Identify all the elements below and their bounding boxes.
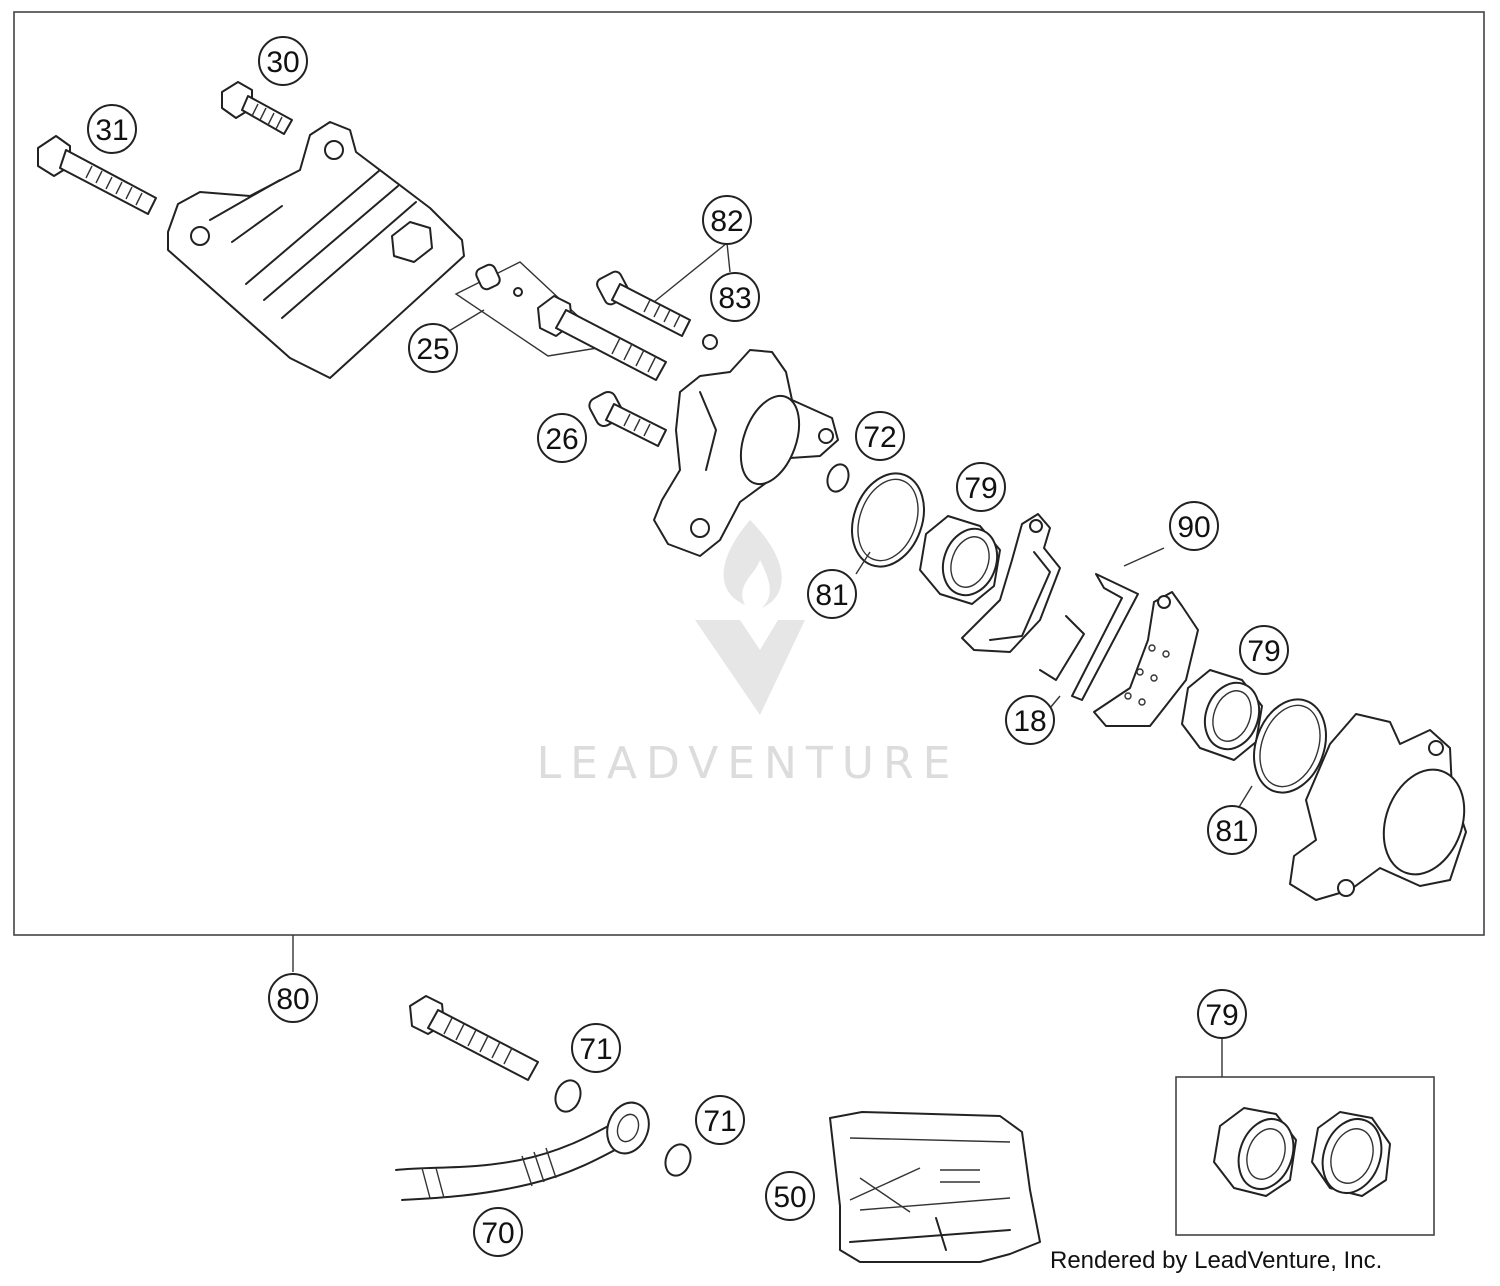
callout-83-label: 83 [718,282,751,315]
callout-80-label: 80 [276,983,309,1016]
callout-79c-label: 79 [1205,999,1238,1032]
callout-30-label: 30 [266,46,299,79]
callout-71a-label: 71 [579,1033,612,1066]
callout-81b-label: 81 [1215,815,1248,848]
callout-30[interactable]: 30 [258,36,308,86]
seal-81-lower-drawing [1253,698,1327,794]
callout-18[interactable]: 18 [1005,695,1055,745]
callout-81a-label: 81 [815,579,848,612]
callout-31-label: 31 [95,114,128,147]
callout-71b[interactable]: 71 [695,1095,745,1145]
callout-72-label: 72 [863,421,896,454]
callout-82-label: 82 [710,205,743,238]
callout-79c[interactable]: 79 [1197,989,1247,1039]
bolt-26-drawing [588,391,667,447]
callout-90[interactable]: 90 [1169,501,1219,551]
callout-79b[interactable]: 79 [1239,625,1289,675]
watermark-logo: LEADVENTURE [537,520,960,789]
kit-piston-left-drawing [1213,1107,1297,1197]
callout-81b[interactable]: 81 [1207,805,1257,855]
caliper-bracket-drawing [167,121,465,379]
callout-26-label: 26 [545,423,578,456]
kit-piston-right-drawing [1311,1111,1391,1197]
callout-81a[interactable]: 81 [807,569,857,619]
callout-26[interactable]: 26 [537,413,587,463]
callout-71b-label: 71 [703,1105,736,1138]
caliper-inner-drawing [653,349,839,557]
piston-79-lower-drawing [1181,669,1263,761]
piston-79-upper-drawing [919,515,1001,605]
callout-83[interactable]: 83 [710,272,760,322]
callout-50[interactable]: 50 [765,1171,815,1221]
banjo-bolt-bottom-drawing [409,995,539,1081]
render-credit: Rendered by LeadVenture, Inc. [1050,1247,1382,1274]
callout-25[interactable]: 25 [408,323,458,373]
callout-18-label: 18 [1013,705,1046,738]
callout-70-label: 70 [481,1217,514,1250]
watermark-text: LEADVENTURE [537,738,960,789]
callout-71a[interactable]: 71 [571,1023,621,1073]
callout-70[interactable]: 70 [473,1207,523,1257]
kit-79-box [1175,1076,1435,1236]
slide-bolt-82-drawing [596,270,718,350]
bolt-30-drawing [221,81,293,135]
callout-50-label: 50 [773,1181,806,1214]
callout-80[interactable]: 80 [268,973,318,1023]
callout-79a-label: 79 [964,472,997,505]
leader-lines [443,242,1253,813]
washer-71-lower-drawing [664,1143,692,1177]
spring-18-drawing [1039,573,1139,701]
washer-71-upper-drawing [554,1079,582,1113]
callout-72[interactable]: 72 [855,411,905,461]
oring-72-drawing [826,463,850,493]
caliper-outer-drawing [1289,713,1467,901]
brake-pad-front-drawing [961,513,1061,653]
callout-31[interactable]: 31 [87,104,137,154]
callout-79b-label: 79 [1247,635,1280,668]
callout-25-label: 25 [416,333,449,366]
brake-pad-rear-drawing [1093,591,1199,727]
seal-81-upper-drawing [851,472,925,568]
assembly-frame [13,11,1485,936]
callout-90-label: 90 [1177,511,1210,544]
banjo-bolt-drawing [537,295,667,381]
brake-hose-70-drawing [395,1101,650,1201]
callout-79a[interactable]: 79 [956,462,1006,512]
bag-50-drawing [829,1111,1041,1263]
bolt-31-drawing [37,135,157,215]
callout-82[interactable]: 82 [702,195,752,245]
